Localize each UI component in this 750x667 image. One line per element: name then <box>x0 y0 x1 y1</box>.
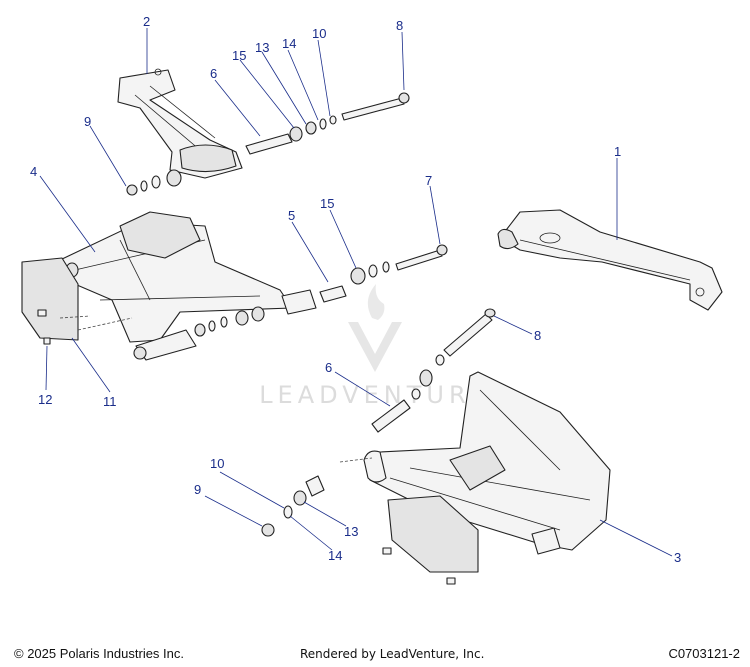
middle-hardware <box>319 244 448 303</box>
callout-13-lower: 13 <box>344 524 358 539</box>
callout-12: 12 <box>38 392 52 407</box>
callout-13-upper: 13 <box>255 40 269 55</box>
part-12-bolt-right <box>382 547 456 585</box>
callout-1: 1 <box>614 144 621 159</box>
part-11-skid-plate <box>21 257 133 341</box>
diagram-code: C0703121-2 <box>668 646 740 661</box>
callout-6-lower: 6 <box>325 360 332 375</box>
callout-14-lower: 14 <box>328 548 342 563</box>
hardware-9-upper <box>126 169 182 196</box>
watermark-text: LEADVENTURE <box>259 381 491 409</box>
callout-8-lower: 8 <box>534 328 541 343</box>
callout-14-upper: 14 <box>282 36 296 51</box>
lower-right-hardware <box>371 308 496 433</box>
callouts: 1 2 3 4 5 6 6 7 8 8 9 9 10 10 11 12 13 1… <box>30 14 681 565</box>
callout-9-lower: 9 <box>194 482 201 497</box>
callout-7: 7 <box>425 173 432 188</box>
copyright-text: © 2025 Polaris Industries Inc. <box>14 646 184 661</box>
callout-10-lower: 10 <box>210 456 224 471</box>
part-2-upper-arm <box>117 68 243 179</box>
callout-3: 3 <box>674 550 681 565</box>
watermark-logo <box>348 322 402 372</box>
callout-10-upper: 10 <box>312 26 326 41</box>
callout-2: 2 <box>143 14 150 29</box>
callout-15-lower: 15 <box>320 196 334 211</box>
hardware-lower <box>261 475 325 537</box>
leader-lines <box>39 28 673 557</box>
callout-6-upper: 6 <box>210 66 217 81</box>
callout-11: 11 <box>103 394 117 409</box>
rendered-by-text: Rendered by LeadVenture, Inc. <box>300 647 485 661</box>
part-12-bolt <box>37 309 51 345</box>
callout-5: 5 <box>288 208 295 223</box>
upper-hardware <box>245 92 410 155</box>
watermark-flame-icon <box>367 284 385 320</box>
callout-4: 4 <box>30 164 37 179</box>
callout-8-upper: 8 <box>396 18 403 33</box>
part-4-swing-arm <box>59 211 317 361</box>
callout-9-upper: 9 <box>84 114 91 129</box>
hardware-left-arm <box>194 306 265 337</box>
callout-15-upper: 15 <box>232 48 246 63</box>
part-1-right-arm <box>497 209 723 311</box>
part-11-skid-plate-right <box>387 495 479 573</box>
